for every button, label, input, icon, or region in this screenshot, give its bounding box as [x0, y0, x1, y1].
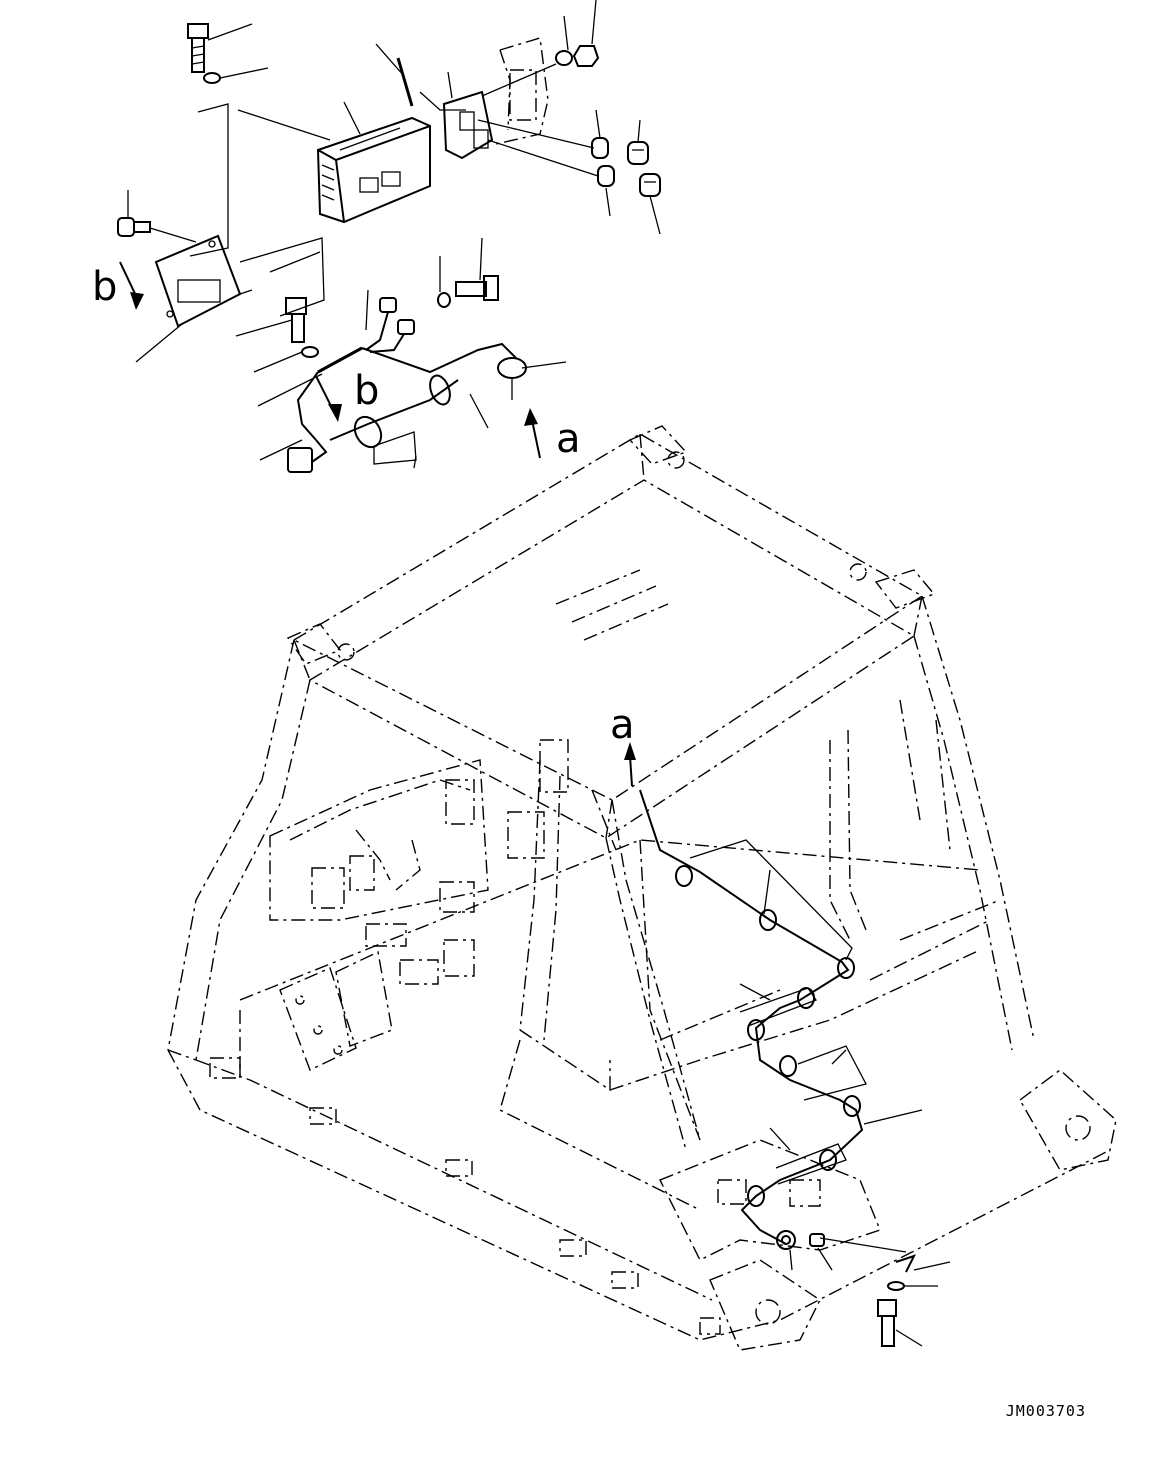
screw-left	[117, 217, 151, 237]
arrow-b-left	[119, 261, 144, 310]
controller-unit	[316, 116, 431, 224]
arrow-b-mid	[315, 375, 342, 422]
view-label-b-left: b	[92, 264, 117, 310]
mounting-plate-left	[154, 234, 253, 328]
cab-side-detail	[495, 37, 549, 145]
arrow-a-cab	[624, 742, 636, 787]
bolt-bottom-right	[877, 1299, 897, 1347]
wire-harness-lower	[639, 789, 951, 1347]
nuts	[555, 45, 600, 67]
exploded-assembly: b b a	[92, 0, 661, 473]
view-label-b-mid: b	[354, 368, 379, 414]
bolt-right-middle	[437, 275, 499, 308]
drawing-id: JM003703	[1005, 1402, 1086, 1420]
bolt-top	[187, 23, 221, 84]
arrow-a-top	[524, 408, 541, 459]
bolt-middle	[285, 297, 319, 358]
cab-frame	[167, 425, 1117, 1351]
wire-harness-upper	[287, 289, 527, 473]
view-label-a-top: a	[556, 416, 581, 462]
grommets	[591, 137, 661, 197]
mounting-bracket-right	[442, 90, 494, 160]
dashboard-phantom	[269, 759, 545, 921]
view-label-a-cab: a	[610, 702, 635, 748]
